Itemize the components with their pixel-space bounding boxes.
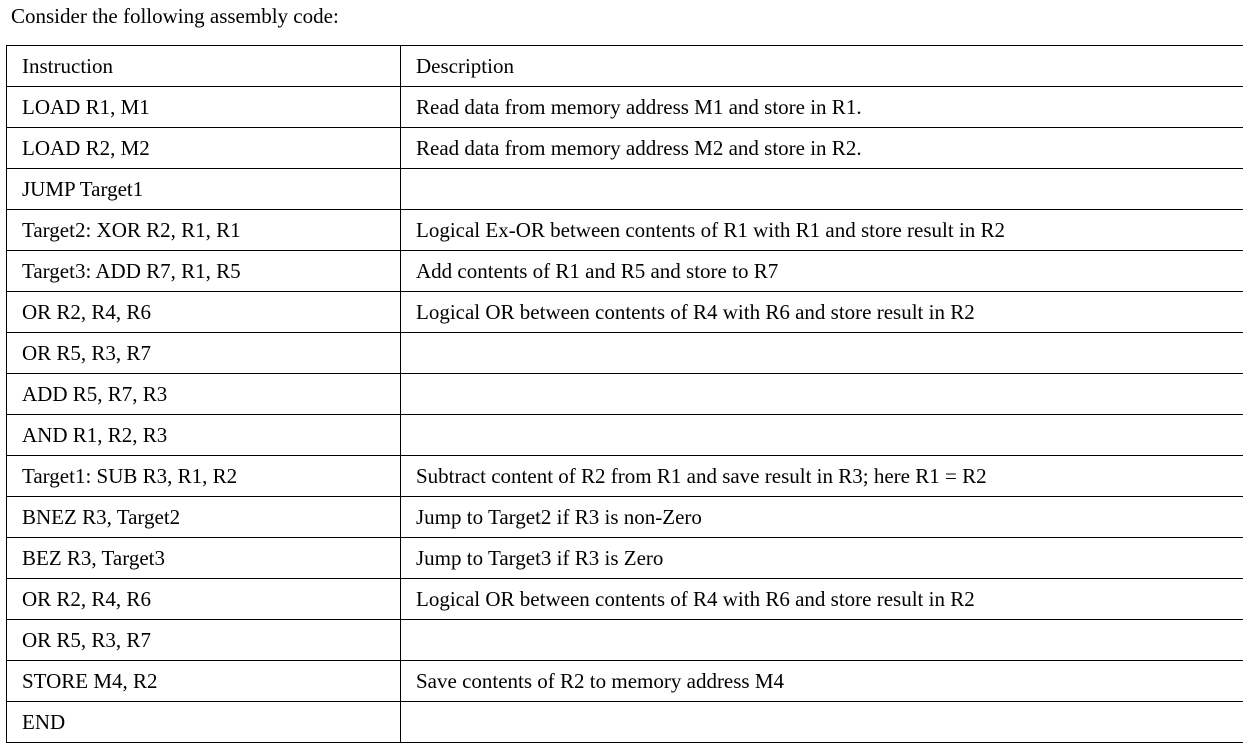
cell-instruction: LOAD R1, M1 bbox=[6, 86, 401, 128]
cell-instruction: ADD R5, R7, R3 bbox=[6, 373, 401, 415]
table-header-row: Instruction Description bbox=[6, 45, 1243, 87]
cell-instruction: BNEZ R3, Target2 bbox=[6, 496, 401, 538]
cell-instruction: JUMP Target1 bbox=[6, 168, 401, 210]
cell-instruction: Target1: SUB R3, R1, R2 bbox=[6, 455, 401, 497]
cell-description: Jump to Target3 if R3 is Zero bbox=[400, 537, 1243, 579]
table-row: OR R5, R3, R7 bbox=[6, 332, 1243, 374]
cell-description: Logical Ex-OR between contents of R1 wit… bbox=[400, 209, 1243, 251]
table-row: JUMP Target1 bbox=[6, 168, 1243, 210]
cell-description: Logical OR between contents of R4 with R… bbox=[400, 578, 1243, 620]
cell-instruction: AND R1, R2, R3 bbox=[6, 414, 401, 456]
cell-description: Logical OR between contents of R4 with R… bbox=[400, 291, 1243, 333]
cell-instruction: Target2: XOR R2, R1, R1 bbox=[6, 209, 401, 251]
cell-instruction: OR R2, R4, R6 bbox=[6, 578, 401, 620]
table-row: ADD R5, R7, R3 bbox=[6, 373, 1243, 415]
table-row: OR R5, R3, R7 bbox=[6, 619, 1243, 661]
table-row: END bbox=[6, 701, 1243, 743]
cell-instruction: OR R2, R4, R6 bbox=[6, 291, 401, 333]
cell-description: Read data from memory address M1 and sto… bbox=[400, 86, 1243, 128]
cell-instruction: BEZ R3, Target3 bbox=[6, 537, 401, 579]
cell-description bbox=[400, 619, 1243, 661]
cell-description: Read data from memory address M2 and sto… bbox=[400, 127, 1243, 169]
cell-instruction: Target3: ADD R7, R1, R5 bbox=[6, 250, 401, 292]
table-row: AND R1, R2, R3 bbox=[6, 414, 1243, 456]
column-header-description: Description bbox=[400, 45, 1243, 87]
cell-description: Add contents of R1 and R5 and store to R… bbox=[400, 250, 1243, 292]
cell-instruction: STORE M4, R2 bbox=[6, 660, 401, 702]
cell-description: Subtract content of R2 from R1 and save … bbox=[400, 455, 1243, 497]
cell-instruction: OR R5, R3, R7 bbox=[6, 619, 401, 661]
cell-instruction: LOAD R2, M2 bbox=[6, 127, 401, 169]
cell-instruction: OR R5, R3, R7 bbox=[6, 332, 401, 374]
cell-description bbox=[400, 168, 1243, 210]
cell-description bbox=[400, 701, 1243, 743]
column-header-instruction: Instruction bbox=[6, 45, 401, 87]
intro-paragraph: Consider the following assembly code: bbox=[11, 4, 339, 28]
cell-description bbox=[400, 373, 1243, 415]
cell-description bbox=[400, 414, 1243, 456]
cell-description bbox=[400, 332, 1243, 374]
cell-description: Jump to Target2 if R3 is non-Zero bbox=[400, 496, 1243, 538]
cell-instruction: END bbox=[6, 701, 401, 743]
cell-description: Save contents of R2 to memory address M4 bbox=[400, 660, 1243, 702]
